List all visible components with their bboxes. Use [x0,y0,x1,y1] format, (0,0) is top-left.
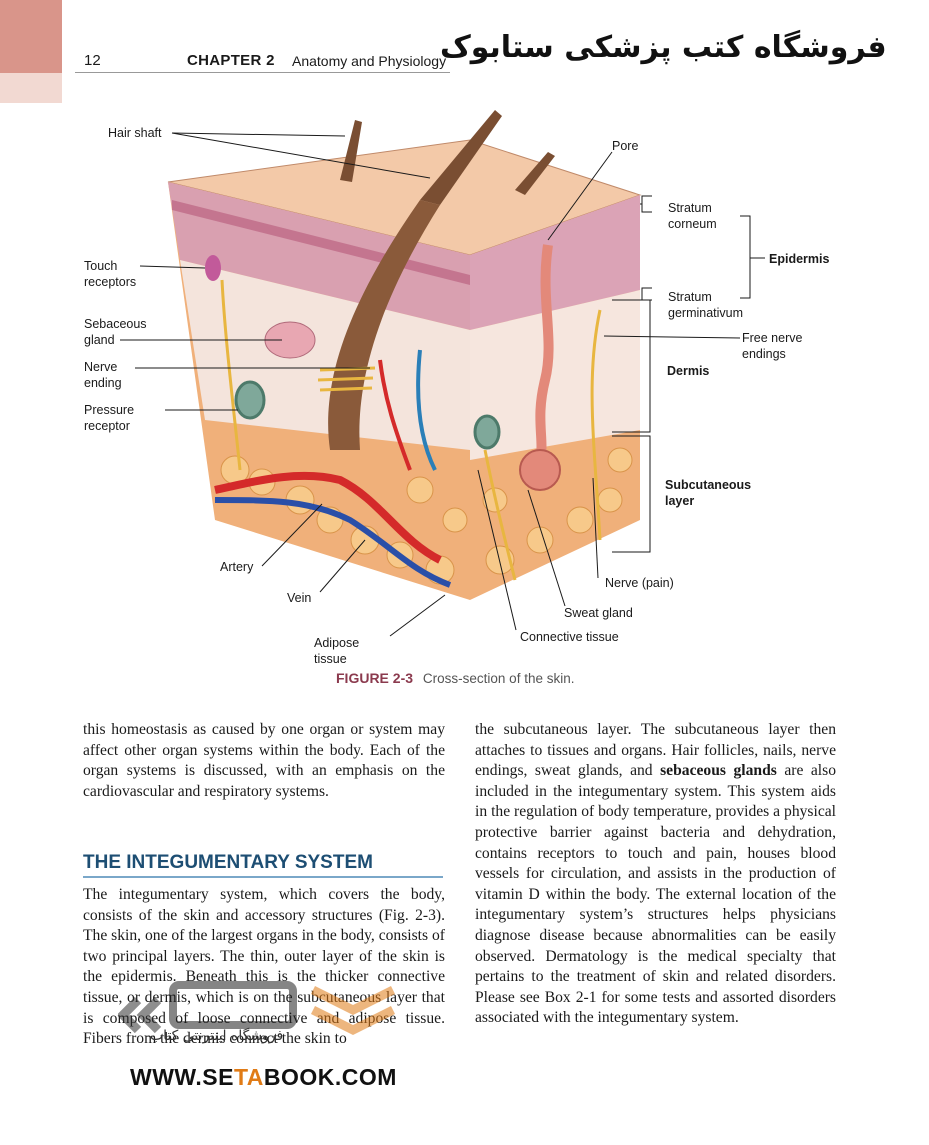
figure-caption: FIGURE 2-3 Cross-section of the skin. [336,670,574,686]
label-artery: Artery [220,560,254,574]
right-text-a: the subcutaneous layer. The subcutaneous… [475,721,836,780]
label-free-nerve-endings: Free nerve [742,331,802,345]
skin-cross-section-figure: Hair shaft Pore Touch receptors Sebaceou… [84,110,829,666]
label-subcutaneous-layer: Subcutaneous [665,478,751,492]
label-pressure-receptor-2: receptor [84,419,130,433]
label-touch-receptors: Touch [84,259,117,273]
header-rule [75,72,450,73]
label-adipose-tissue-2: tissue [314,652,347,666]
label-nerve-ending: Nerve [84,360,117,374]
label-stratum-corneum-2: corneum [668,217,717,231]
left-paragraph-2: The integumentary system, which covers t… [83,886,445,1048]
label-connective-tissue: Connective tissue [520,630,619,644]
chapter-label: CHAPTER 2 [187,52,275,69]
skin-illustration [167,110,642,600]
right-column: the subcutaneous layer. The subcutaneous… [475,720,836,1029]
label-nerve-ending-2: ending [84,376,122,390]
label-adipose-tissue: Adipose [314,636,359,650]
label-sebaceous-gland: Sebaceous [84,317,147,331]
label-sweat-gland: Sweat gland [564,606,633,620]
label-pressure-receptor: Pressure [84,403,134,417]
label-stratum-germinativum: Stratum [668,290,712,304]
url-part-2: TA [233,1064,264,1090]
right-paragraph-1: the subcutaneous layer. The subcutaneous… [475,720,836,1029]
chapter-title: Anatomy and Physiology [292,53,447,69]
label-stratum-germinativum-2: germinativum [668,306,743,320]
label-free-nerve-endings-2: endings [742,347,786,361]
watermark-persian-text: فروشگاه اینترنتی کتاب [150,1028,284,1044]
watermark-url: WWW.SETABOOK.COM [130,1064,397,1091]
label-touch-receptors-2: receptors [84,275,136,289]
left-paragraph-1: this homeostasis as caused by one organ … [83,721,445,800]
label-epidermis: Epidermis [769,252,829,266]
url-part-3: BOOK.COM [263,1064,397,1090]
label-subcutaneous-layer-2: layer [665,494,694,508]
url-part-1: WWW.SE [130,1064,234,1090]
corner-color-tab-light [0,73,62,103]
caption-text: Cross-section of the skin. [422,671,575,686]
label-sebaceous-gland-2: gland [84,333,115,347]
corner-color-tab [0,0,62,73]
section-heading: THE INTEGUMENTARY SYSTEM [83,852,373,873]
right-text-b: are also included in the integumentary s… [475,762,837,1027]
label-stratum-corneum: Stratum [668,201,712,215]
label-hair-shaft: Hair shaft [108,126,162,140]
section-heading-rule [83,876,443,878]
term-sebaceous-glands: sebaceous glands [660,762,777,780]
label-dermis: Dermis [667,364,709,378]
store-banner: فروشگاه کتب پزشکی ستابوک [440,30,887,65]
setabook-watermark-logo [118,981,396,1036]
page-number: 12 [84,52,101,69]
label-pore: Pore [612,139,638,153]
caption-number: FIGURE 2-3 [336,670,414,686]
left-column: this homeostasis as caused by one organ … [83,720,445,802]
label-vein: Vein [287,591,311,605]
left-column-lower: The integumentary system, which covers t… [83,885,445,1050]
label-nerve-pain: Nerve (pain) [605,576,674,590]
